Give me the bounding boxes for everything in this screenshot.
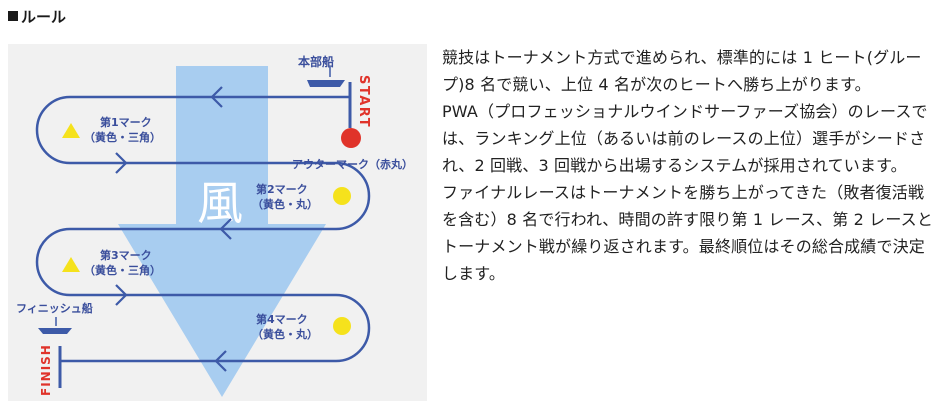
mark-3-title: 第3マーク — [100, 248, 152, 262]
section-heading: ルール — [8, 6, 66, 27]
race-course-svg: 風 START 本部船 アウターマーク（赤丸） 第1マーク （黄色・三角） 第2… — [16, 54, 413, 397]
wind-label: 風 — [197, 176, 243, 230]
race-course-diagram: 風 START 本部船 アウターマーク（赤丸） 第1マーク （黄色・三角） 第2… — [8, 44, 427, 401]
mark-4-circle — [333, 317, 351, 335]
rules-paragraph: PWA（プロフェッショナルウインドサーファーズ協会）のレースでは、ランキング上位… — [442, 102, 928, 175]
course-line — [35, 95, 371, 363]
rules-text: 競技はトーナメント方式で進められ、標準的には 1 ヒート(グループ)8 名で競い… — [442, 44, 938, 287]
mark-3-desc: （黄色・三角） — [84, 263, 161, 277]
mark-1-title: 第1マーク — [100, 115, 152, 129]
start-label: START — [356, 75, 371, 128]
finish-boat-icon — [38, 317, 72, 334]
mark-1-desc: （黄色・三角） — [84, 130, 161, 144]
course-direction-arrow — [115, 284, 128, 306]
mark-3-triangle — [62, 257, 80, 272]
section-title: ルール — [21, 8, 67, 26]
outer-mark-label: アウターマーク（赤丸） — [292, 157, 413, 171]
course-direction-arrow — [210, 86, 223, 108]
course-direction-arrow — [219, 218, 232, 240]
rules-paragraph: ファイナルレースはトーナメントを勝ち上がってきた（敗者復活戦を含む）8 名で行わ… — [442, 183, 933, 283]
finish-label: FINISH — [39, 344, 53, 396]
course-direction-arrow — [214, 350, 227, 372]
committee-boat-icon — [307, 67, 345, 87]
mark-4-title: 第4マーク — [256, 312, 308, 326]
outer-mark — [341, 128, 361, 148]
committee-boat-label: 本部船 — [298, 54, 334, 69]
mark-2-title: 第2マーク — [256, 182, 308, 196]
finish-boat-label: フィニッシュ船 — [16, 301, 93, 315]
mark-1-triangle — [62, 123, 80, 138]
mark-2-circle — [333, 187, 351, 205]
mark-2-desc: （黄色・丸） — [252, 197, 318, 211]
course-direction-arrow — [115, 152, 128, 174]
black-square-icon — [8, 11, 18, 21]
rules-paragraph: 競技はトーナメント方式で進められ、標準的には 1 ヒート(グループ)8 名で競い… — [442, 48, 922, 94]
mark-4-desc: （黄色・丸） — [252, 327, 318, 341]
